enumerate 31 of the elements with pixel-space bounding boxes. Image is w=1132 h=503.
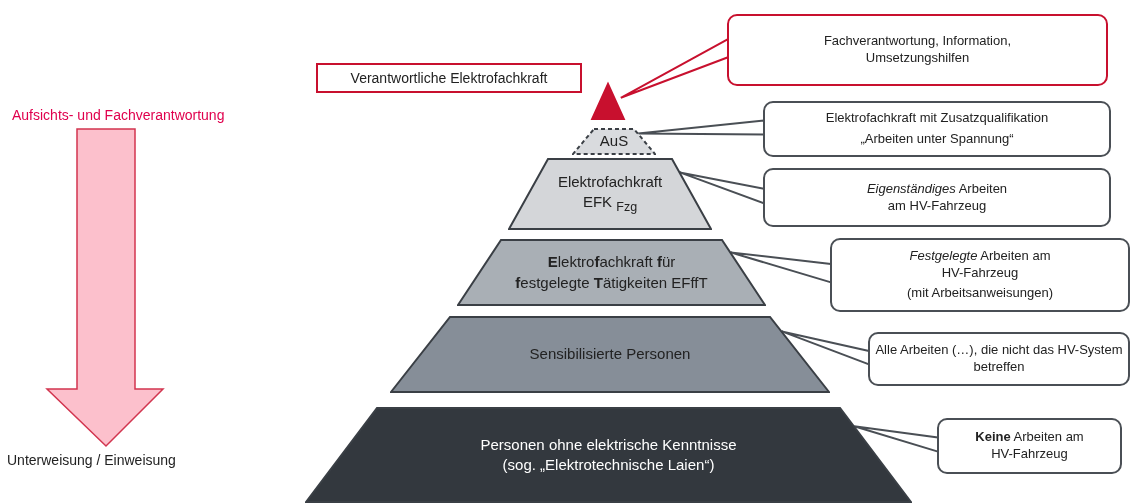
pyramid-tier [457, 239, 766, 306]
callout-pointer [678, 171, 765, 205]
speech-bubble [763, 101, 1111, 157]
callout-text: „Arbeiten unter Spannung“ [860, 131, 1014, 148]
role-label: Verantwortliche Elektrofachkraft [350, 68, 548, 88]
axis-label: Unterweisung / Einweisung [7, 451, 176, 470]
title-box [316, 63, 582, 93]
callout-text: Keine Arbeiten am HV-Fahrzeug [974, 429, 1085, 463]
callout-text: Elektrofachkraft mit Zusatzqualifikation [825, 110, 1049, 127]
callout-pointer [637, 119, 765, 136]
pyramid-tier [305, 407, 912, 503]
callout-pointer [853, 425, 939, 453]
tier-label: AuS [599, 131, 629, 152]
axis-label: Aufsichts- und Fachverantwortung [12, 106, 225, 125]
tier-label: Elektrofachkraft EFK $_{Fzg}$ [556, 171, 664, 217]
tier-label: Sensibilisierte Personen [529, 344, 691, 365]
callout-pointer [729, 251, 832, 284]
callout-text: Fachverantwortung, Information, Umsetzungshilfen [822, 33, 1013, 67]
speech-bubble [830, 238, 1130, 312]
callout-pointer [780, 330, 870, 366]
tier-label: Elektrofachkraft für festgelegte Tätigkeiten EFffT [514, 252, 709, 293]
pyramid-tier [508, 158, 712, 230]
pyramid-apex [588, 78, 628, 122]
callout-text: Eigenständiges Arbeiten am HV-Fahrzeug [865, 180, 1009, 215]
tier-label: Personen ohne elektrische Kenntnisse (sog. „Elektrotechnische Laien“) [479, 434, 738, 475]
pyramid-tier [572, 128, 656, 155]
callout-text: Festgelegte Arbeiten am HV-Fahrzeug [908, 247, 1052, 282]
callout-text: Alle Arbeiten (…), die nicht das HV-System betreffen [874, 342, 1124, 376]
callout-text: (mit Arbeitsanweisungen) [907, 285, 1053, 303]
callout-pointer [619, 38, 729, 99]
pyramid-tier [390, 316, 830, 393]
